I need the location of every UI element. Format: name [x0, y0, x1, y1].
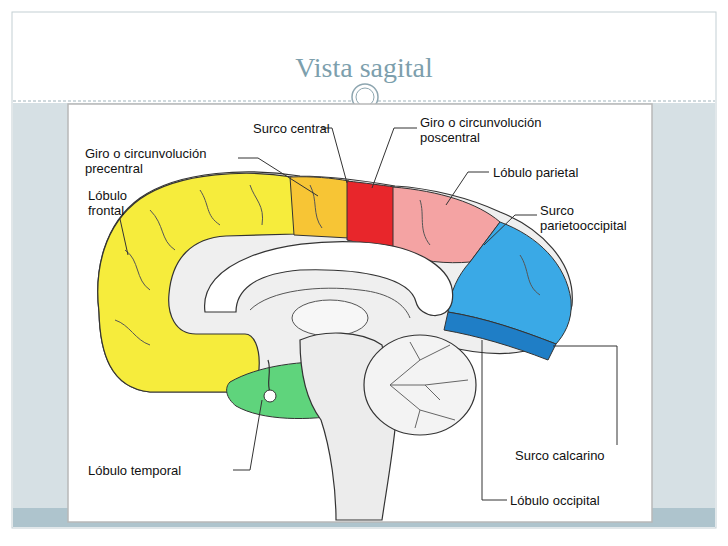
- sulcus-line: [250, 185, 263, 225]
- folia-line: [390, 345, 450, 385]
- slide-frame: [12, 12, 716, 528]
- slide-title: Vista sagital: [0, 52, 728, 84]
- sulcus-line: [200, 190, 220, 225]
- part-label: Lóbulo occipital: [510, 493, 640, 508]
- folia-line: [390, 385, 455, 420]
- frontal-lobe: [98, 173, 296, 392]
- thalamus: [292, 300, 368, 336]
- part-label: Giro o circunvolución poscentral: [420, 115, 570, 145]
- part-label: Surco parietooccipital: [540, 203, 645, 233]
- folia-line: [410, 342, 420, 360]
- part-label: Lóbulo frontal: [88, 188, 148, 218]
- leader-line: [482, 340, 507, 500]
- leader-line: [553, 346, 617, 445]
- sulcus-line: [115, 320, 150, 345]
- leader-line: [484, 215, 537, 245]
- leader-line: [321, 128, 347, 183]
- leader-line: [372, 128, 417, 188]
- leader-line: [446, 172, 489, 205]
- part-label: Giro o circunvolución precentral: [85, 146, 235, 176]
- part-label: Surco central: [253, 121, 343, 136]
- sulcus-line: [520, 255, 540, 295]
- cerebellum-folia: [390, 342, 468, 428]
- sulci-lines: [115, 185, 540, 345]
- folia-line: [425, 385, 440, 400]
- part-label: Surco calcarino: [515, 448, 625, 463]
- part-label: Lóbulo temporal: [88, 463, 218, 478]
- part-label: Lóbulo parietal: [493, 165, 603, 180]
- cerebellum: [364, 335, 476, 435]
- pituitary: [268, 360, 270, 392]
- image-panel: [68, 104, 652, 522]
- sulcus-line: [150, 210, 175, 250]
- folia-line: [390, 380, 468, 385]
- leader-lines: [120, 128, 617, 500]
- precentral-gyrus: [290, 177, 349, 238]
- sulcus-line: [310, 185, 322, 228]
- leader-line: [233, 400, 262, 470]
- leader-line: [238, 158, 318, 196]
- leader-line: [120, 219, 128, 255]
- sulcus-line: [125, 250, 150, 290]
- folia-line: [415, 410, 420, 428]
- pituitary: [264, 390, 276, 402]
- sulcus-line: [420, 200, 430, 245]
